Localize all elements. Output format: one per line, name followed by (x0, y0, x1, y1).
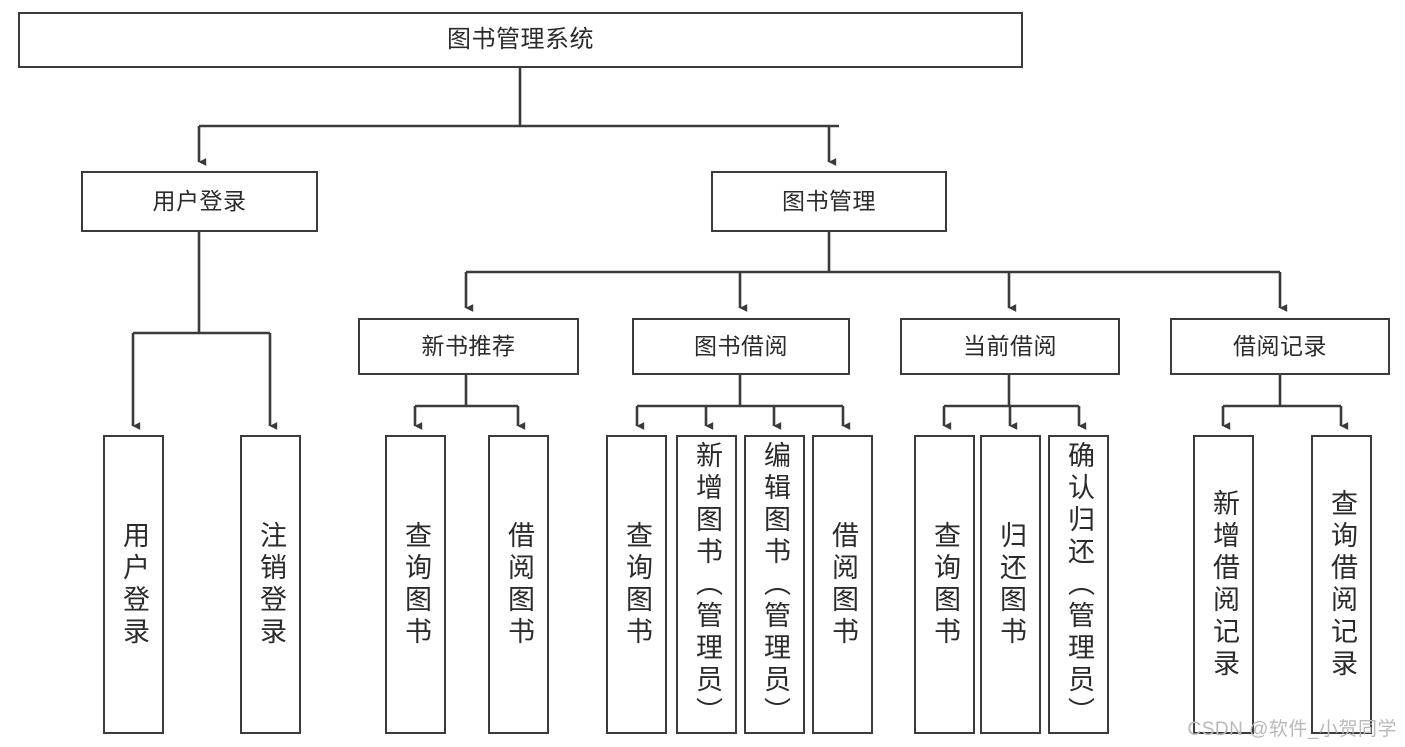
node-label: 查询图书 (930, 520, 960, 649)
leaf-borrow-edit-book[interactable]: 编辑图书（管理员） (744, 435, 805, 734)
leaf-current-confirm-return[interactable]: 确认归还（管理员） (1048, 435, 1109, 734)
leaf-current-query-book[interactable]: 查询图书 (914, 435, 975, 734)
node-label: 确认归还（管理员） (1064, 441, 1094, 729)
node-label: 图书借阅 (694, 333, 788, 360)
leaf-recommend-query-book[interactable]: 查询图书 (385, 435, 446, 734)
node-label: 注销登录 (256, 520, 286, 649)
node-label: 用户登录 (152, 188, 247, 215)
node-label: 查询图书 (401, 520, 431, 649)
node-label: 查询借阅记录 (1327, 488, 1357, 681)
leaf-borrow-add-book[interactable]: 新增图书（管理员） (676, 435, 737, 734)
node-label: 新增借阅记录 (1209, 488, 1239, 681)
node-label: 借阅图书 (504, 520, 534, 649)
leaf-recommend-borrow-book[interactable]: 借阅图书 (488, 435, 549, 734)
node-label: 编辑图书（管理员） (760, 441, 790, 729)
node-book-management[interactable]: 图书管理 (711, 171, 947, 232)
node-user-login[interactable]: 用户登录 (81, 171, 318, 232)
node-root-system[interactable]: 图书管理系统 (18, 12, 1023, 68)
node-label: 用户登录 (119, 520, 149, 649)
leaf-current-return-book[interactable]: 归还图书 (980, 435, 1041, 734)
leaf-user-logout[interactable]: 注销登录 (240, 435, 301, 734)
node-label: 当前借阅 (963, 333, 1057, 360)
node-label: 借阅图书 (828, 520, 858, 649)
leaf-borrow-borrow-book[interactable]: 借阅图书 (812, 435, 873, 734)
node-label: 查询图书 (622, 520, 652, 649)
leaf-records-query-record[interactable]: 查询借阅记录 (1311, 435, 1372, 734)
leaf-borrow-query-book[interactable]: 查询图书 (606, 435, 667, 734)
node-label: 归还图书 (996, 520, 1026, 649)
node-book-borrow[interactable]: 图书借阅 (632, 318, 850, 375)
node-new-book-recommend[interactable]: 新书推荐 (358, 318, 579, 375)
node-borrow-records[interactable]: 借阅记录 (1170, 318, 1390, 375)
node-label: 新书推荐 (421, 333, 516, 360)
node-label: 新增图书（管理员） (692, 441, 722, 729)
node-label: 图书管理系统 (447, 26, 594, 54)
node-label: 借阅记录 (1233, 333, 1327, 360)
leaf-user-login[interactable]: 用户登录 (103, 435, 164, 734)
csdn-watermark: CSDN @软件_小贺同学 (1187, 719, 1397, 740)
node-label: 图书管理 (782, 188, 876, 215)
node-current-borrow[interactable]: 当前借阅 (900, 318, 1120, 375)
leaf-records-add-record[interactable]: 新增借阅记录 (1193, 435, 1254, 734)
